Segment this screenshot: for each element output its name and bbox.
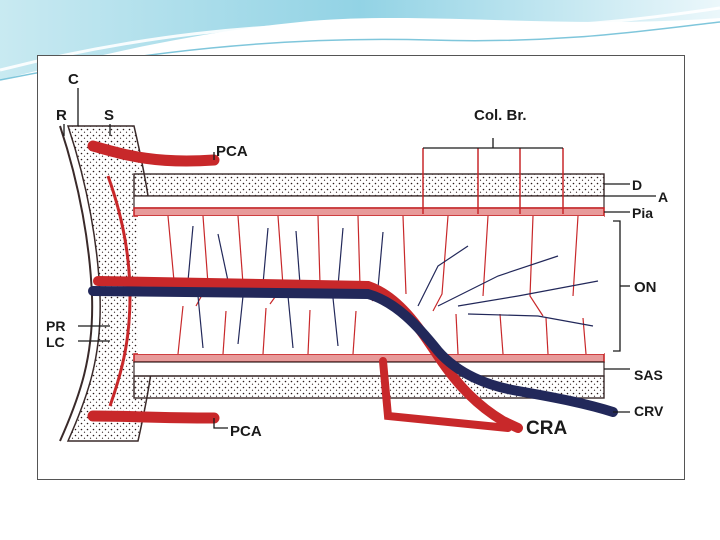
label-c: C: [68, 71, 79, 88]
label-leaders: [63, 88, 656, 429]
label-pia: Pia: [632, 205, 653, 221]
pia-layer-bottom: [133, 353, 605, 363]
dura-sheath-top: [133, 173, 605, 197]
subarachnoid-space-top: [133, 195, 605, 209]
label-a: A: [658, 189, 668, 205]
label-on: ON: [634, 279, 657, 296]
label-pca-top: PCA: [216, 143, 248, 160]
label-sas: SAS: [634, 367, 663, 383]
label-col-br: Col. Br.: [474, 107, 527, 124]
central-retinal-artery-branch: [379, 357, 512, 432]
optic-nerve-vascular-diagram: C R S PCA Col. Br. D A Pia ON PR LC SAS …: [46, 71, 668, 442]
posterior-ciliary-artery-bottom: [87, 410, 220, 424]
posterior-ciliary-artery-top: [87, 140, 220, 167]
central-retinal-vein: [88, 286, 618, 417]
label-r: R: [56, 107, 67, 124]
diagram-frame: C R S PCA Col. Br. D A Pia ON PR LC SAS …: [37, 55, 685, 480]
label-lc: LC: [46, 334, 65, 350]
subarachnoid-space-bottom: [133, 361, 605, 377]
label-cra: CRA: [526, 418, 567, 439]
pia-layer-top: [133, 207, 605, 217]
label-d: D: [632, 177, 642, 193]
collateral-branches: [422, 148, 564, 214]
label-s: S: [104, 107, 114, 124]
label-pca-bottom: PCA: [230, 423, 262, 440]
label-pr: PR: [46, 318, 65, 334]
retina-layer: [59, 125, 94, 442]
label-crv: CRV: [634, 403, 664, 419]
